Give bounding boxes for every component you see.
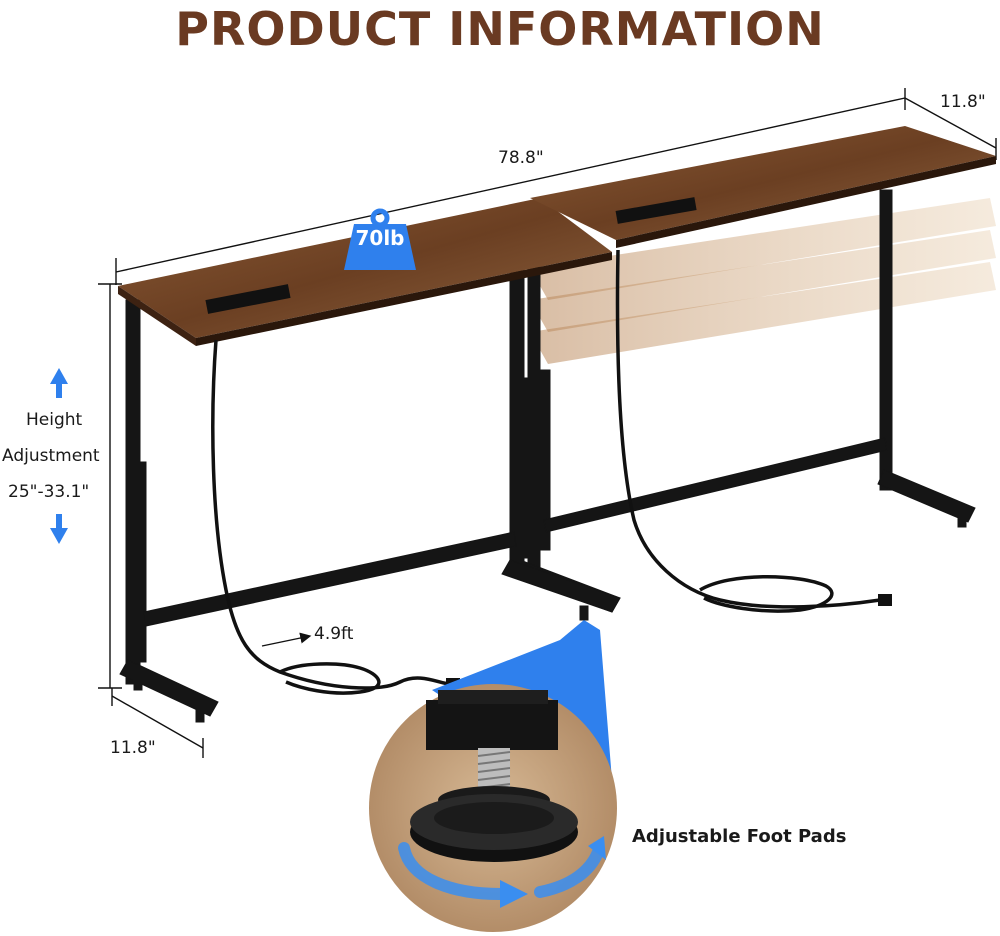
height-label-line2: Adjustment — [2, 446, 100, 466]
cord-length-arrow — [261, 632, 312, 647]
depth-bottom-label: 11.8" — [110, 738, 156, 758]
height-up-arrow-icon — [50, 368, 68, 398]
right-table-top — [530, 126, 996, 248]
right-power-cord — [615, 249, 881, 613]
left-desk-frame — [119, 269, 621, 723]
weight-capacity: 70lb — [355, 226, 405, 250]
rotation-arrowhead-left — [500, 880, 528, 908]
right-cord-plug — [878, 594, 892, 606]
rotation-arrow-icon — [398, 842, 604, 900]
foot-pads-label: Adjustable Foot Pads — [632, 826, 847, 847]
length-label: 78.8" — [498, 148, 544, 168]
left-power-cord — [211, 339, 451, 695]
weight-badge-icon — [344, 208, 416, 270]
height-dimension-line — [98, 283, 122, 689]
height-range: 25"-33.1" — [8, 482, 90, 502]
foot-pad-detail — [369, 684, 617, 932]
cord-length-label: 4.9ft — [314, 624, 354, 644]
rotation-arrowhead-right — [588, 836, 606, 860]
height-label-line1: Height — [26, 410, 83, 430]
height-down-arrow-icon — [50, 514, 68, 544]
depth-bottom-dimension-line — [111, 688, 204, 758]
length-dimension-line — [115, 88, 906, 285]
page-title: PRODUCT INFORMATION — [175, 2, 825, 56]
depth-top-label: 11.8" — [940, 92, 986, 112]
